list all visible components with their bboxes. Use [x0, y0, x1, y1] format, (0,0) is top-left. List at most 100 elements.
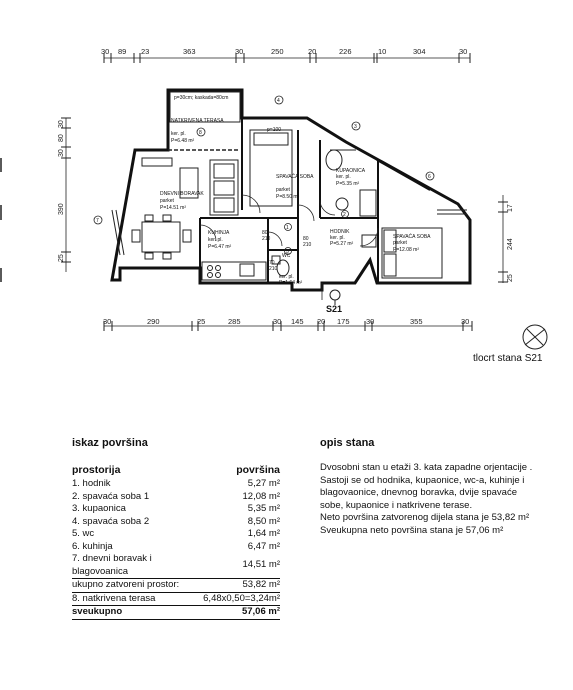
room-name-terrace: NATKRIVENA TERASA: [171, 118, 224, 124]
description-paragraph: Neto površina zatvorenog dijela stana je…: [320, 512, 530, 523]
dim-right: 25: [507, 274, 514, 282]
dim-top: 363: [183, 47, 196, 56]
dim-left: 30: [58, 149, 65, 157]
dim-bottom: 20: [317, 317, 325, 326]
room-area: 6,47 m²: [247, 540, 280, 552]
door-label: 210: [269, 266, 278, 272]
table-row: 1. hodnik 5,27 m²: [72, 478, 280, 491]
dim-top: 30: [235, 47, 243, 56]
dim-top: 250: [271, 47, 284, 56]
room-number: 7: [96, 218, 99, 224]
dim-left: 30: [58, 120, 65, 128]
room-number: 3: [354, 124, 357, 130]
area-table-title: iskaz površina: [72, 437, 148, 449]
room-number-markers: [93, 95, 435, 255]
dim-bottom: 355: [410, 317, 423, 326]
dim-left: 390: [58, 203, 65, 215]
table-row: 2. spavaća soba 1 12,08 m²: [72, 491, 280, 504]
room-area: 12,08 m²: [242, 490, 281, 502]
room-name-bedroom-1: SPAVAĆA SOBA: [393, 233, 431, 240]
wc-fixtures: [271, 255, 290, 277]
exterior-walls: [110, 88, 472, 292]
door-label: 210: [303, 242, 312, 248]
room-name: 4. spavaća soba 2: [72, 515, 150, 527]
col-header-room: prostorija: [72, 464, 121, 476]
room-floor-bathroom: ker. pl.: [336, 174, 351, 180]
room-name-bedroom-2: SPAVAĆA SOBA: [276, 173, 314, 180]
room-area-terrace: P=6.48 m²: [171, 138, 195, 144]
room-name: 3. kupaonica: [72, 503, 126, 514]
hallway-top-label: p=100: [267, 127, 281, 133]
terrace-value: 6,48x0,50=3,24m²: [203, 592, 280, 606]
room-number: 2: [343, 212, 346, 218]
room-number: 4: [277, 98, 280, 104]
left-dimension-line: [61, 117, 71, 272]
room-area-living: P=14.51 m²: [160, 205, 186, 211]
dim-bottom: 30: [273, 317, 281, 326]
room-floor-wc: ker. pl.: [279, 274, 294, 280]
room-name: 6. kuhinja: [72, 540, 113, 552]
room-number: 1: [286, 225, 289, 231]
sofa: [209, 159, 239, 216]
room-area-bedroom-2: P=8.50 m²: [276, 194, 300, 200]
room-floor-bedroom-2: parket: [276, 187, 291, 193]
door-label: 70: [269, 260, 275, 266]
room-area-bathroom: P=5.35 m²: [336, 181, 360, 187]
section-label: S21: [326, 304, 342, 314]
description-title: opis stana: [320, 437, 375, 449]
dim-top: 30: [101, 47, 109, 56]
terrace-label: 8. natkrivena terasa: [72, 592, 204, 606]
room-number: 5: [286, 249, 289, 255]
room-name-wc: WC: [282, 253, 291, 259]
dim-bottom: 30: [103, 317, 111, 326]
description-paragraph: Dvosobni stan u etaži 3. kata zapadne or…: [320, 462, 533, 511]
section-marker: [329, 289, 341, 305]
floor-plan: 30 89 23 363 30 250 20 226 10 304 30 30 …: [0, 47, 548, 350]
kitchen-counter: [201, 261, 267, 281]
room-number: 8: [199, 130, 202, 136]
closed-total-row: ukupno zatvoreni prostor:53,82 m²: [72, 578, 280, 593]
dim-top: 30: [459, 47, 467, 56]
room-name: 1. hodnik: [72, 478, 111, 489]
room-floor-kitchen: ker. pl.: [208, 237, 223, 243]
room-area-bedroom-1: P=12.08 m²: [393, 247, 419, 253]
door-label: 210: [262, 236, 271, 242]
dim-bottom: 30: [461, 317, 469, 326]
bottom-dimension-line: [103, 321, 473, 331]
dim-bottom: 25: [197, 317, 205, 326]
closed-total-value: 53,82 m²: [203, 578, 280, 593]
room-floor-terrace: ker. pl.: [171, 131, 186, 137]
room-area: 14,51 m²: [203, 553, 280, 579]
tv-unit: [141, 157, 173, 167]
description-body: Dvosobni stan u etaži 3. kata zapadne or…: [320, 462, 540, 537]
dim-bottom: 145: [291, 317, 304, 326]
room-area-kitchen: P=6.47 m²: [208, 244, 232, 250]
room-area-wc: P=1.64 m²: [279, 280, 303, 286]
compass-icon: [522, 324, 548, 350]
room-number: 6: [428, 174, 431, 180]
bathroom-fixtures: [325, 149, 377, 217]
room-area: 5,27 m²: [247, 478, 280, 489]
room-area: 5,35 m²: [247, 503, 280, 514]
top-dimension-line: [103, 53, 471, 63]
bed-bedroom-2: [249, 129, 293, 207]
dim-bottom: 290: [147, 317, 160, 326]
terrace-note: p=30cm; kaskada=80cm: [174, 95, 228, 101]
room-name: 2. spavaća soba 1: [72, 490, 150, 502]
dim-left: 80: [58, 134, 65, 142]
bed-bedroom-1: [361, 227, 443, 279]
room-floor-bedroom-1: parket: [393, 240, 408, 246]
dim-left: 25: [58, 254, 65, 262]
room-area-hallway: P=5.27 m²: [330, 241, 354, 247]
room-floor-living: parket: [160, 198, 175, 204]
closed-total-label: ukupno zatvoreni prostor:: [72, 578, 204, 593]
door-label: 80: [262, 230, 268, 236]
grand-total-value: 57,06 m²: [203, 605, 280, 620]
dim-bottom: 30: [366, 317, 374, 326]
room-area: 1,64 m²: [247, 528, 280, 539]
table-row: 3. kupaonica 5,35 m²: [72, 503, 280, 516]
